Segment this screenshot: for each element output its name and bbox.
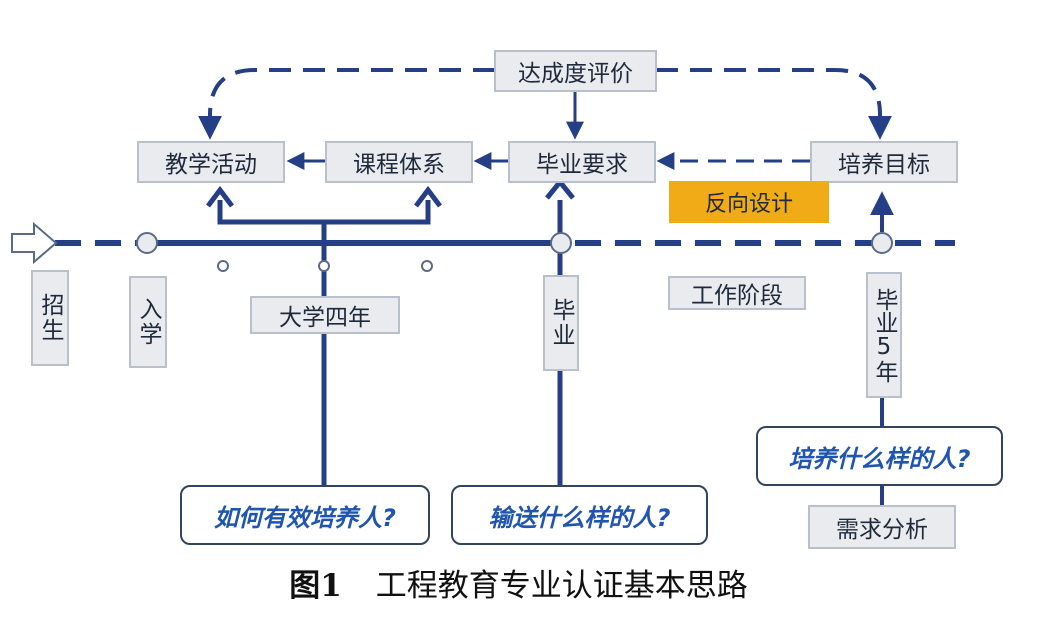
question-1-label: 如何有效培养人? — [214, 503, 396, 532]
bracket-arrowhead-left — [206, 185, 234, 208]
small-node-2 — [318, 260, 330, 272]
figure-title: 工程教育专业认证基本思路 — [375, 568, 748, 604]
evaluation-label: 达成度评价 — [518, 61, 633, 87]
bracket-arrowhead-right — [414, 185, 442, 208]
admission-label: 入学 — [135, 297, 161, 347]
needs-analysis-label: 需求分析 — [836, 517, 928, 543]
training-objectives-box: 培养目标 — [810, 141, 958, 183]
four-years-box: 大学四年 — [250, 296, 400, 334]
graduation-box: 毕业 — [543, 275, 579, 371]
training-objectives-label: 培养目标 — [838, 152, 930, 178]
graduation-requirements-label: 毕业要求 — [536, 152, 628, 178]
graduation-label: 毕业 — [548, 298, 574, 348]
needs-analysis-box: 需求分析 — [808, 505, 956, 549]
question-2-label: 输送什么样的人? — [488, 503, 671, 532]
question-box-1: 如何有效培养人? — [180, 485, 430, 545]
small-node-3 — [421, 260, 433, 272]
graduation-requirements-box: 毕业要求 — [508, 141, 656, 183]
four-years-label: 大学四年 — [279, 305, 371, 331]
work-stage-box: 工作阶段 — [668, 276, 806, 310]
four-years-bracket — [217, 200, 431, 225]
enrollment-label: 招生 — [37, 293, 63, 343]
curriculum-label: 课程体系 — [353, 152, 445, 178]
five-years-box: 毕业5年 — [866, 272, 902, 398]
graduation-node — [550, 232, 572, 254]
evaluation-box: 达成度评价 — [494, 50, 657, 92]
evaluation-loop-right — [656, 68, 892, 140]
enrollment-arrow-icon — [11, 221, 58, 265]
reverse-design-highlight: 反向设计 — [669, 181, 829, 223]
reverse-design-label: 反向设计 — [704, 192, 793, 217]
five-years-label: 毕业5年 — [871, 287, 897, 383]
admission-node — [136, 232, 158, 254]
teaching-box: 教学活动 — [137, 141, 285, 183]
question-box-3: 培养什么样的人? — [756, 426, 1003, 486]
enrollment-box: 招生 — [31, 270, 69, 366]
teaching-label: 教学活动 — [165, 152, 257, 178]
figure-number: 图1 — [289, 568, 342, 604]
admission-box: 入学 — [129, 276, 167, 368]
curriculum-box: 课程体系 — [325, 141, 473, 183]
figure-caption: 图1 工程教育专业认证基本思路 — [0, 560, 1037, 605]
work-stage-label: 工作阶段 — [691, 283, 783, 309]
evaluation-loop-left — [198, 68, 495, 140]
graduation-arrowhead — [545, 178, 575, 200]
small-node-1 — [217, 260, 229, 272]
question-3-label: 培养什么样的人? — [788, 444, 971, 473]
question-box-2: 输送什么样的人? — [451, 485, 708, 545]
five-years-node — [871, 232, 893, 254]
